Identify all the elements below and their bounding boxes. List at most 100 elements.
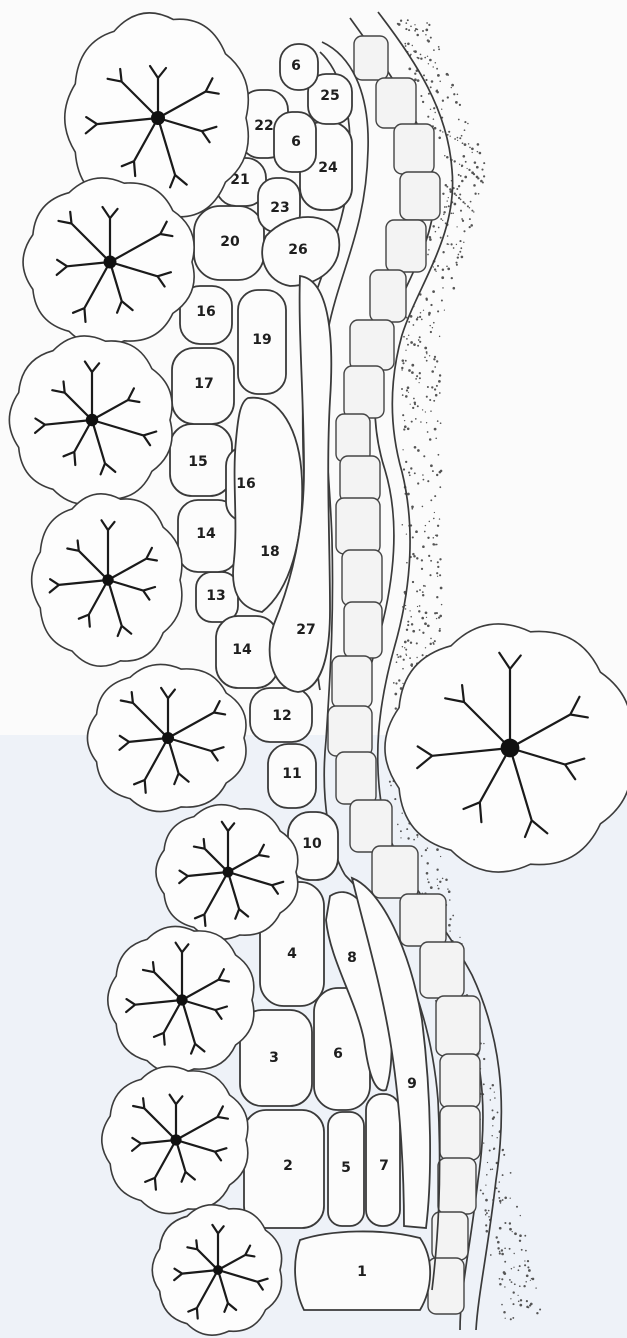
stipple-dot	[453, 247, 455, 249]
label-23: 23	[270, 200, 289, 216]
stipple-dot	[426, 617, 427, 618]
stipple-dot	[442, 193, 444, 195]
stipple-dot	[514, 1283, 516, 1285]
stipple-dot	[461, 180, 464, 183]
stipple-dot	[459, 251, 461, 253]
stipple-dot	[398, 679, 400, 681]
stipple-dot	[519, 1240, 521, 1242]
stipple-dot	[441, 276, 444, 279]
stipple-dot	[429, 325, 430, 326]
stipple-dot	[513, 1253, 514, 1254]
stipple-dot	[407, 43, 410, 46]
stipple-dot	[461, 218, 463, 220]
hypha-center	[86, 414, 98, 426]
stipple-dot	[519, 1234, 522, 1237]
stipple-dot	[527, 1260, 529, 1262]
stipple-dot	[421, 559, 423, 561]
stipple-dot	[504, 1222, 506, 1224]
stipple-dot	[402, 813, 403, 814]
stipple-dot	[422, 594, 424, 596]
stipple-dot	[458, 197, 460, 199]
stipple-dot	[406, 629, 408, 631]
stipple-dot	[535, 1287, 536, 1288]
label-14b: 14	[232, 642, 252, 658]
stipple-dot	[414, 30, 416, 32]
stipple-dot	[435, 394, 438, 397]
stipple-dot	[429, 355, 430, 356]
stipple-dot	[408, 68, 411, 71]
stipple-dot	[424, 57, 426, 59]
stipple-dot	[422, 30, 424, 32]
label-6c: 6	[291, 134, 301, 150]
stipple-dot	[481, 169, 483, 171]
stipple-dot	[464, 143, 467, 146]
stipple-dot	[415, 28, 417, 30]
rind-cell	[328, 706, 372, 756]
stipple-dot	[447, 200, 448, 201]
rind-cell	[354, 36, 388, 80]
stipple-dot	[497, 1241, 500, 1244]
stipple-dot	[525, 1250, 527, 1252]
stipple-dot	[524, 1260, 525, 1261]
stipple-dot	[432, 290, 435, 293]
label-18: 18	[260, 544, 279, 560]
stipple-dot	[433, 107, 435, 109]
stipple-dot	[503, 1272, 506, 1275]
stipple-dot	[462, 220, 464, 222]
stipple-dot	[417, 449, 420, 452]
stipple-dot	[517, 1295, 518, 1296]
stipple-dot	[499, 1181, 500, 1182]
stipple-dot	[509, 1279, 511, 1281]
stipple-dot	[439, 630, 441, 632]
stipple-dot	[439, 336, 440, 337]
stipple-dot	[436, 869, 438, 871]
stipple-dot	[405, 28, 407, 30]
stipple-dot	[509, 1222, 511, 1224]
stipple-dot	[411, 364, 414, 367]
stipple-dot	[501, 1278, 503, 1280]
stipple-dot	[501, 1304, 503, 1306]
stipple-dot	[480, 1189, 482, 1191]
stipple-dot	[436, 572, 438, 574]
stipple-dot	[460, 175, 462, 177]
stipple-dot	[437, 885, 438, 886]
stipple-dot	[487, 1162, 488, 1163]
stipple-dot	[437, 561, 439, 563]
stipple-dot	[412, 581, 414, 583]
stipple-dot	[483, 1142, 484, 1143]
stipple-dot	[434, 640, 436, 642]
stipple-dot	[441, 299, 443, 301]
stipple-dot	[437, 420, 439, 422]
stipple-dot	[493, 1116, 495, 1118]
stipple-dot	[439, 392, 441, 394]
stipple-dot	[402, 394, 404, 396]
stipple-dot	[449, 899, 451, 901]
stipple-dot	[494, 1091, 495, 1092]
stipple-dot	[413, 555, 416, 558]
rind-cell	[350, 320, 394, 370]
stipple-dot	[433, 49, 435, 51]
stipple-dot	[423, 455, 425, 457]
stipple-dot	[459, 164, 460, 165]
stipple-dot	[410, 467, 412, 469]
stipple-dot	[389, 781, 391, 783]
stipple-dot	[394, 693, 397, 696]
stipple-dot	[485, 1224, 487, 1226]
stipple-dot	[414, 50, 417, 53]
stipple-dot	[483, 1043, 484, 1044]
stipple-dot	[411, 421, 413, 423]
stipple-dot	[416, 34, 419, 37]
stipple-dot	[438, 380, 441, 383]
stipple-dot	[446, 206, 448, 208]
stipple-dot	[405, 653, 406, 654]
stipple-dot	[433, 518, 435, 520]
stipple-dot	[430, 109, 431, 110]
stipple-dot	[440, 237, 442, 239]
label-2: 2	[283, 1158, 293, 1174]
stipple-dot	[397, 656, 399, 658]
stipple-dot	[408, 29, 410, 31]
stipple-dot	[436, 596, 438, 598]
stipple-dot	[402, 449, 403, 450]
stipple-dot	[434, 388, 436, 390]
stipple-dot	[455, 194, 457, 196]
